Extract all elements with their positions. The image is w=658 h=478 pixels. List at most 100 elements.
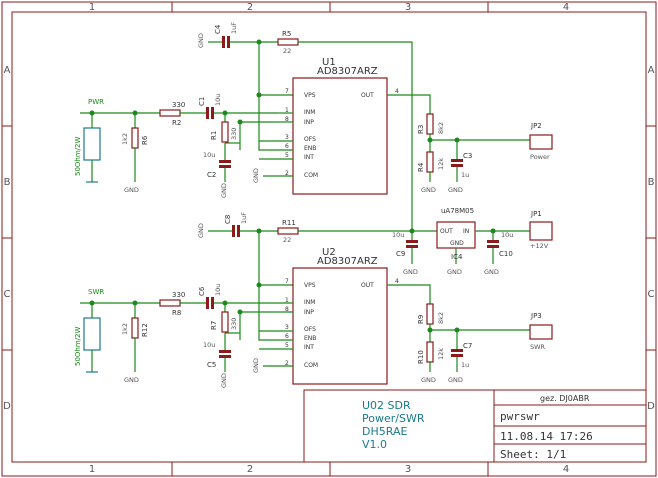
drawn-by: gez. DJ0ABR — [540, 394, 590, 403]
net-label-pwr: PWR — [88, 98, 104, 106]
u1-pin-ofs: OFS — [304, 136, 316, 143]
ic4-pin-in: IN — [463, 228, 469, 235]
resistor-load-1 — [83, 127, 101, 161]
resistor-r2 — [159, 109, 181, 117]
resistor-r11 — [277, 227, 299, 235]
grid-row-b: B — [4, 177, 11, 188]
gnd-label: GND — [197, 33, 205, 48]
jp2-ref: JP2 — [530, 122, 542, 130]
u1-pn-2: 2 — [285, 170, 289, 177]
title-line-3: DH5RAE — [362, 425, 407, 438]
c9-value: 10u — [392, 231, 404, 239]
u1-pin-int: INT — [304, 154, 314, 161]
u1-pin-out: OUT — [361, 92, 374, 99]
gnd-label: GND — [421, 376, 436, 384]
c2-ref: C2 — [207, 171, 216, 179]
grid-row-b-right: B — [648, 177, 655, 188]
r3-ref: R3 — [417, 125, 425, 134]
r4-value: 12k — [437, 158, 445, 170]
resistor-r12 — [131, 317, 139, 339]
capacitor-c5 — [219, 350, 231, 353]
c5-ref: C5 — [207, 361, 216, 369]
gnd-label: GND — [484, 268, 499, 276]
grid-col-1-bottom: 1 — [89, 464, 95, 475]
c7-ref: C7 — [463, 342, 472, 350]
gnd-label: GND — [252, 358, 260, 373]
resistor-r5 — [277, 38, 299, 46]
r9-value: 8k2 — [437, 312, 445, 324]
r3-value: 8k2 — [437, 122, 445, 134]
c6-ref: C6 — [198, 286, 206, 296]
c10-ref: C10 — [499, 250, 513, 258]
ic-u1 — [292, 77, 388, 195]
r7-value: 330 — [230, 318, 238, 330]
c7-value: 1u — [461, 361, 469, 369]
r10-value: 12k — [437, 348, 445, 360]
r7-ref: R7 — [210, 321, 218, 330]
u2-pn-8: 8 — [285, 306, 289, 313]
u1-pn-8: 8 — [285, 116, 289, 123]
grid-row-a: A — [4, 65, 11, 76]
r8-value: 330 — [172, 291, 185, 299]
connector-jp2 — [529, 134, 553, 150]
grid-col-4-bottom: 4 — [563, 464, 569, 475]
r11-value: 22 — [283, 236, 291, 244]
grid-col-1: 1 — [89, 2, 95, 13]
upper-channel: GND C4 1uF R5 22 U1 AD8307ARZ VPS INM IN… — [74, 22, 553, 230]
c8-value: 1uF — [240, 212, 248, 224]
title-line-2: Power/SWR — [362, 412, 425, 425]
capacitor-c8 — [232, 225, 235, 237]
title-line-4: V1.0 — [362, 438, 387, 451]
date: 11.08.14 17:26 — [500, 430, 593, 443]
capacitor-c10 — [487, 240, 499, 243]
c4-value: 1uF — [230, 22, 238, 34]
u2-pn-4: 4 — [395, 278, 399, 285]
grid-col-2: 2 — [247, 2, 253, 13]
jp2-label: Power — [530, 153, 550, 161]
u2-pn-2: 2 — [285, 360, 289, 367]
resistor-r7 — [221, 311, 229, 333]
u2-pin-inm: INM — [304, 299, 315, 306]
capacitor-c1 — [206, 107, 209, 119]
title-block: U02 SDR Power/SWR DH5RAE V1.0 gez. DJ0AB… — [303, 389, 647, 463]
c4-ref: C4 — [214, 24, 222, 34]
u1-pin-vps: VPS — [304, 92, 316, 99]
resistor-r9 — [426, 303, 434, 325]
r2-value: 330 — [172, 101, 185, 109]
c3-value: 1u — [461, 171, 469, 179]
gnd-label: GND — [220, 183, 228, 198]
gnd-label: GND — [197, 223, 205, 238]
u1-pn-4: 4 — [395, 88, 399, 95]
r12-value: 1k2 — [121, 323, 129, 335]
u2-pn-1: 1 — [285, 297, 289, 304]
resistor-r1 — [221, 121, 229, 143]
c2-value: 10u — [203, 151, 215, 159]
filename: pwrswr — [500, 410, 540, 423]
title-line-1: U02 SDR — [362, 399, 411, 412]
r6-value: 1k2 — [121, 133, 129, 145]
c8-ref: C8 — [224, 215, 232, 224]
r11-ref: R11 — [282, 219, 296, 227]
regulator: GND C8 1uF R11 22 10u C9 GND uA78M05 OUT… — [197, 207, 553, 285]
resistor-r10 — [426, 341, 434, 363]
grid-col-4: 4 — [563, 2, 569, 13]
grid-row-d-right: D — [647, 401, 655, 412]
u2-pn-6: 6 — [285, 333, 289, 340]
u2-pin-com: COM — [304, 362, 318, 369]
u2-pn-3: 3 — [285, 324, 289, 331]
jp1-ref: JP1 — [530, 210, 542, 218]
u2-part: AD8307ARZ — [317, 256, 378, 267]
c6-value: 10u — [214, 284, 222, 296]
grid-col-3: 3 — [405, 2, 411, 13]
gnd-label: GND — [124, 186, 139, 194]
r4-ref: R4 — [417, 162, 425, 172]
gnd-label: GND — [447, 268, 462, 276]
r5-value: 22 — [283, 47, 291, 55]
gnd-label: GND — [448, 186, 463, 194]
capacitor-c7 — [451, 349, 463, 352]
resistor-load-2 — [83, 317, 101, 351]
u1-pin-inm: INM — [304, 109, 315, 116]
c9-ref: C9 — [396, 250, 405, 258]
u2-pn-5: 5 — [285, 342, 289, 349]
